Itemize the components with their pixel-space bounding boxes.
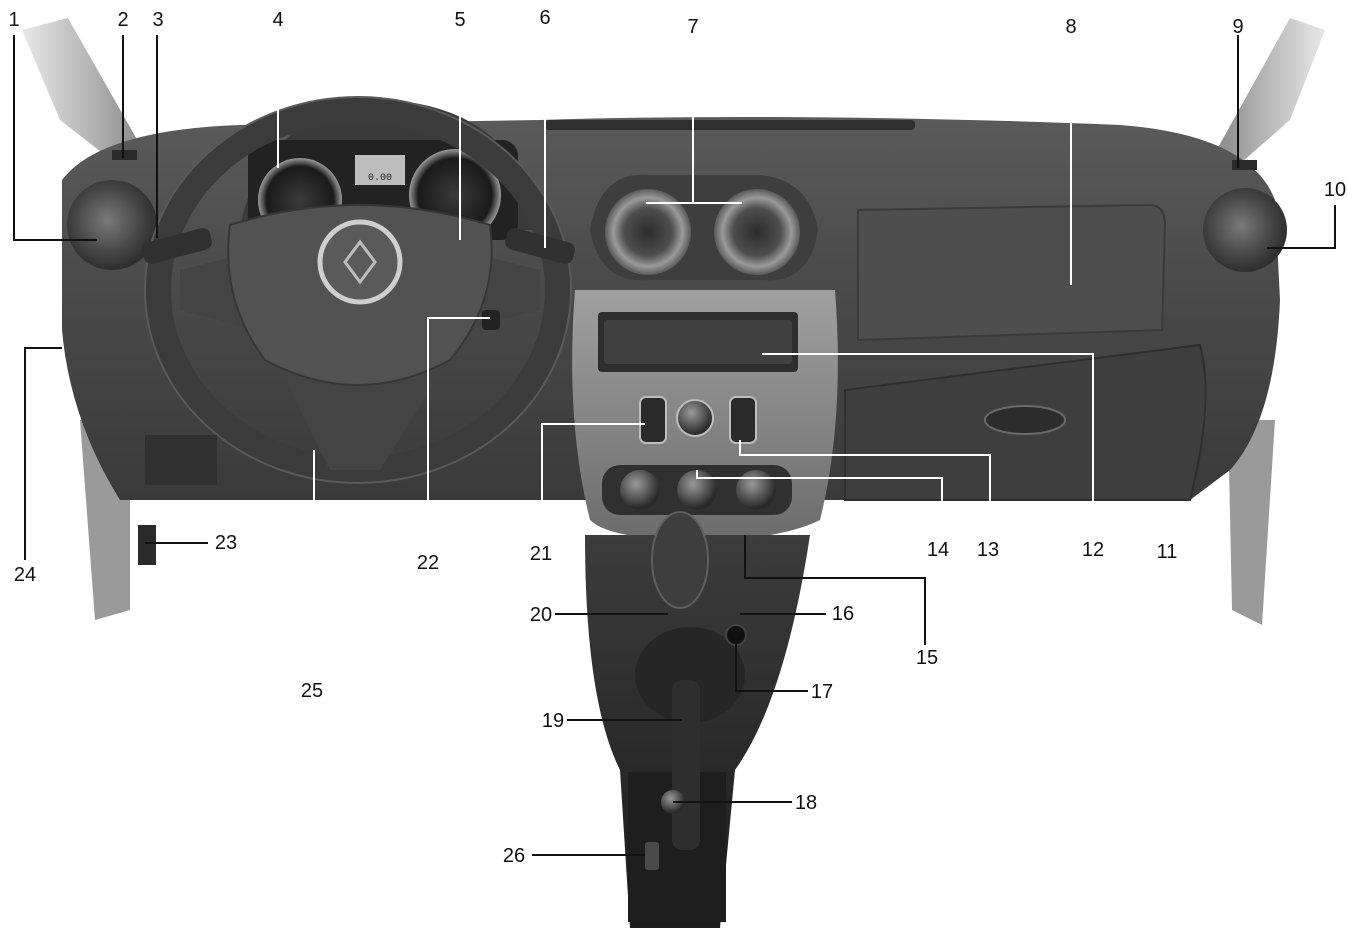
leader-15 <box>744 535 926 645</box>
steering-wheel-rim-highlight <box>144 96 572 484</box>
wiper-stalk <box>505 228 575 264</box>
heating-knob-left <box>620 470 660 510</box>
right-side-window-demister <box>1232 160 1257 170</box>
callout-7: 7 <box>687 16 698 38</box>
radio-slot-inner <box>604 320 792 364</box>
right-side-vent <box>1203 188 1287 272</box>
gear-knob <box>651 511 709 609</box>
bonnet-release-handle <box>138 525 156 565</box>
callout-10: 10 <box>1324 179 1346 201</box>
callout-13: 13 <box>977 539 999 561</box>
central-vent-left <box>605 189 691 275</box>
callout-4: 4 <box>272 9 283 31</box>
lighting-stalk <box>142 228 212 264</box>
callout-12: 12 <box>1082 539 1104 561</box>
callout-16: 16 <box>832 603 854 625</box>
callout-8: 8 <box>1065 16 1076 38</box>
callout-18: 18 <box>795 792 817 814</box>
handbrake-lever <box>672 680 700 850</box>
leader-lines <box>13 35 1336 856</box>
left-side-vent <box>67 180 157 270</box>
left-side-window-demister <box>112 150 137 160</box>
central-vent-right <box>714 189 800 275</box>
right-a-pillar <box>1200 18 1325 190</box>
leader-13 <box>739 440 991 540</box>
callout-25: 25 <box>301 680 323 702</box>
fuse-box-cover <box>145 435 217 485</box>
glovebox-handle <box>984 405 1066 435</box>
leader-24 <box>24 347 62 560</box>
hazard-switch <box>676 399 714 437</box>
callout-24: 24 <box>14 564 36 586</box>
heating-knob-center <box>677 470 717 510</box>
callout-labels: 1 2 3 4 5 6 7 8 9 10 11 12 13 14 15 16 1… <box>8 7 1346 867</box>
leader-1 <box>13 35 97 241</box>
steering-adjust-lever <box>482 310 500 330</box>
brand-logo <box>343 239 377 285</box>
callout-20: 20 <box>530 604 552 626</box>
callout-19: 19 <box>542 710 564 732</box>
odometer-readout: 0.00 <box>368 173 392 184</box>
callout-21: 21 <box>530 543 552 565</box>
callout-9: 9 <box>1232 16 1243 38</box>
cluster-display <box>355 155 405 185</box>
switch-left <box>639 396 667 444</box>
callout-11: 11 <box>1157 541 1178 563</box>
horn-badge <box>317 219 403 305</box>
leader-10 <box>1267 205 1336 249</box>
leader-22 <box>427 317 490 548</box>
callout-17: 17 <box>811 681 833 703</box>
callout-15: 15 <box>916 647 938 669</box>
callout-23: 23 <box>215 532 237 554</box>
defroster-vent <box>545 120 915 130</box>
right-door-frame <box>1228 420 1275 625</box>
leader-7 <box>646 42 742 204</box>
callout-6: 6 <box>539 7 550 29</box>
callout-5: 5 <box>454 9 465 31</box>
callout-2: 2 <box>117 9 128 31</box>
callout-26: 26 <box>503 845 525 867</box>
leader-21 <box>541 423 645 540</box>
switch-right <box>729 396 757 444</box>
gear-boot <box>635 627 745 723</box>
callout-3: 3 <box>152 9 163 31</box>
heating-knob-right <box>736 470 776 510</box>
leader-12 <box>762 353 1094 540</box>
passenger-airbag-panel <box>857 203 1167 342</box>
leader-14 <box>696 470 943 540</box>
callout-22: 22 <box>417 552 439 574</box>
callout-14: 14 <box>927 539 949 561</box>
callout-1: 1 <box>8 9 19 31</box>
leader-17 <box>735 640 808 692</box>
rear-switch-26 <box>645 842 659 870</box>
